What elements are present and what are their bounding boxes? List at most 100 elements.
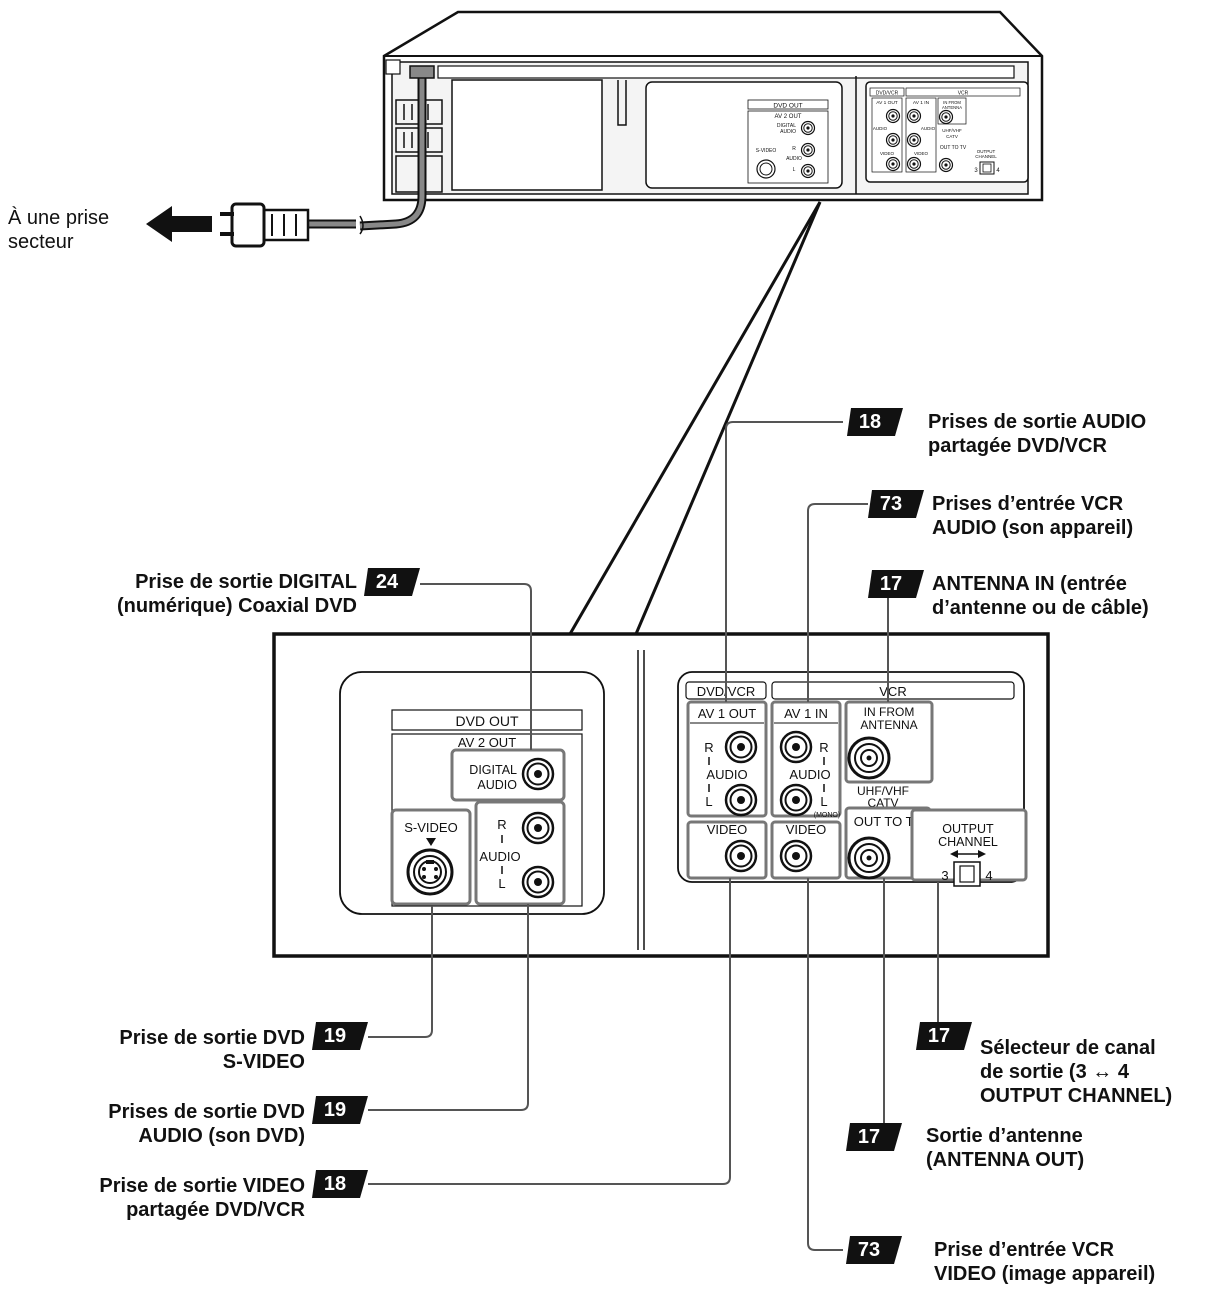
page-badge-dvd-svideo: 19 <box>312 1022 368 1050</box>
ov-r-label: R <box>792 146 796 152</box>
callout-line: Prises de sortie AUDIO <box>928 411 1147 433</box>
page-badge-digital-coax: 24 <box>364 568 420 596</box>
badge-number: 24 <box>375 571 399 593</box>
badge-number: 17 <box>857 1126 881 1148</box>
panel-uhf-label: UHF/VHF <box>857 784 909 798</box>
panel-av2-out-label: AV 2 OUT <box>458 735 516 750</box>
badge-number: 18 <box>323 1173 347 1195</box>
callout-dvd-audio: Prises de sortie DVD AUDIO (son DVD) <box>108 1100 305 1148</box>
leader-lines <box>368 421 939 1251</box>
ov-svideo-label: S-VIDEO <box>756 148 777 154</box>
leader-video-out-shared <box>368 878 731 1185</box>
ov-l-label: L <box>793 167 796 173</box>
callout-line: VIDEO (image appareil) <box>934 1263 1156 1285</box>
panel-digital-audio-label: AUDIO <box>477 778 517 792</box>
ov-uhf-label: UHF/VHF <box>942 128 962 133</box>
ov-av1-in-label: AV 1 IN <box>913 100 930 106</box>
callout-channel-selector: Sélecteur de canal de sortie (3 ↔ 4 OUTP… <box>980 1036 1172 1108</box>
page-badge-channel-selector: 17 <box>916 1022 972 1050</box>
callout-vcr-audio-in: Prises d’entrée VCR AUDIO (son appareil) <box>932 492 1133 540</box>
device-overview: DVD OUT AV 2 OUT DIGITAL AUDIO R AUDIO L… <box>382 10 1044 202</box>
enlarged-panel: DVD OUT AV 2 OUT DIGITAL AUDIO R AUDIO L… <box>272 632 1050 958</box>
panel-mono-label: (MONO) <box>814 812 840 819</box>
page-badge-antenna-out: 17 <box>846 1123 902 1151</box>
panel-video-out-label: VIDEO <box>707 822 747 837</box>
callout-line: S-VIDEO <box>222 1051 305 1073</box>
ov-audio-in-label: AUDIO <box>921 126 936 131</box>
callout-line: (numérique) Coaxial DVD <box>116 595 357 617</box>
ov-antenna-label: ANTENNA <box>942 105 962 110</box>
callout-line: ANTENNA IN (entrée <box>932 573 1127 595</box>
callout-audio-out-shared: Prises de sortie AUDIO partagée DVD/VCR <box>928 410 1146 458</box>
power-label-line2: secteur <box>8 231 74 253</box>
leader-digital-coax <box>420 583 532 750</box>
callout-line: OUTPUT CHANNEL) <box>980 1085 1173 1107</box>
page-badge-audio-out-shared: 18 <box>847 408 903 436</box>
ov-digital-audio-label: AUDIO <box>780 129 796 135</box>
badge-number: 17 <box>927 1025 951 1047</box>
callout-line: Prise de sortie VIDEO <box>99 1175 305 1197</box>
power-label-line1: À une prise <box>8 207 110 229</box>
callout-line: Prise de sortie DVD <box>119 1027 305 1049</box>
panel-ch4-label: 4 <box>985 868 992 883</box>
callout-line: Prises d’entrée VCR <box>932 493 1124 515</box>
panel-av1-in-label: AV 1 IN <box>784 706 828 721</box>
power-outlet-label: À une prise secteur <box>8 206 109 254</box>
antenna-in-jack-icon <box>847 736 891 780</box>
callout-antenna-in: ANTENNA IN (entrée d’antenne ou de câble… <box>932 572 1149 620</box>
callout-antenna-out: Sortie d’antenne (ANTENNA OUT) <box>926 1124 1084 1172</box>
callout-line: Prises de sortie DVD <box>108 1101 305 1123</box>
panel-dvd-out-label: DVD OUT <box>456 713 519 729</box>
panel-av1-out-label: AV 1 OUT <box>698 706 756 721</box>
panel-output-label: OUTPUT <box>942 822 994 836</box>
badge-number: 19 <box>323 1025 347 1047</box>
leader-audio-out-shared <box>725 421 843 702</box>
callout-line: AUDIO (son appareil) <box>932 517 1134 539</box>
callout-line: partagée DVD/VCR <box>126 1199 305 1221</box>
callout-line: partagée DVD/VCR <box>928 435 1107 457</box>
badge-number: 19 <box>323 1099 347 1121</box>
badge-number: 73 <box>879 493 903 515</box>
panel-out-to-tv-label: OUT TO TV <box>854 814 923 829</box>
panel-in-from-label: IN FROM <box>864 705 915 719</box>
panel-channel-label: CHANNEL <box>938 835 998 849</box>
ov-out-to-tv-label: OUT TO TV <box>940 145 967 151</box>
page-badge-vcr-audio-in: 73 <box>868 490 924 518</box>
badge-number: 73 <box>857 1239 881 1261</box>
ov-in-from-label: IN FROM <box>943 100 961 105</box>
ov-audio-label: AUDIO <box>786 156 802 162</box>
callout-video-out-shared: Prise de sortie VIDEO partagée DVD/VCR <box>99 1174 305 1222</box>
ov-audio-out-label: AUDIO <box>873 126 888 131</box>
ov-catv-label: CATV <box>946 134 958 139</box>
page-badge-antenna-in: 17 <box>868 570 924 598</box>
panel-vcr-label: VCR <box>879 684 906 699</box>
ov-output-label: OUTPUT <box>977 149 996 154</box>
ov-av1-out-label: AV 1 OUT <box>876 100 898 106</box>
ov-dvd-vcr-label: DVD/VCR <box>876 91 899 97</box>
ov-digital-label: DIGITAL <box>777 123 796 129</box>
callout-line: d’antenne ou de câble) <box>932 597 1149 619</box>
ov-dvd-out-label: DVD OUT <box>773 103 802 110</box>
page-badge-vcr-video-in: 73 <box>846 1236 902 1264</box>
panel-video-in-label: VIDEO <box>786 822 826 837</box>
arrow-icon <box>146 206 212 242</box>
power-cord <box>146 65 435 248</box>
leader-vcr-audio-in <box>807 503 868 702</box>
panel-svideo-label: S-VIDEO <box>404 820 457 835</box>
panel-av1in-l-label: L <box>820 794 827 809</box>
panel-l-label: L <box>498 876 505 891</box>
callout-line: Sélecteur de canal <box>980 1037 1156 1059</box>
callout-line: de sortie (3 ↔ 4 <box>980 1061 1129 1083</box>
callout-digital-coax: Prise de sortie DIGITAL (numérique) Coax… <box>117 570 357 618</box>
panel-av1-l-label: L <box>705 794 712 809</box>
leader-dvd-audio <box>368 904 529 1111</box>
panel-av1in-audio-label: AUDIO <box>789 767 830 782</box>
zoom-lines <box>568 201 822 635</box>
panel-digital-label: DIGITAL <box>469 763 517 777</box>
svideo-jack-icon <box>406 848 454 896</box>
triangle-down-icon <box>426 838 436 846</box>
panel-antenna-label: ANTENNA <box>860 718 917 732</box>
ov-ch4-label: 4 <box>996 168 1000 174</box>
double-arrow-icon <box>950 850 986 858</box>
